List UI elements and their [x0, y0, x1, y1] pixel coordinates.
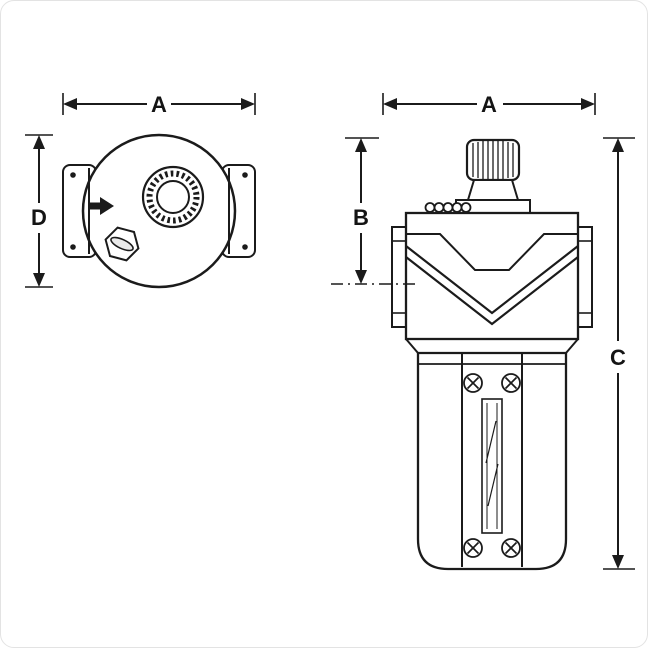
window-reflection: [485, 420, 497, 464]
bead: [433, 202, 445, 213]
sight-glass-column: [461, 353, 523, 567]
body-chevron-upper: [405, 245, 579, 315]
knob-knurl-lines: [472, 141, 514, 179]
flow-arrow-head: [100, 197, 114, 215]
dim-label-d: D: [31, 205, 47, 230]
top-view: [62, 133, 256, 289]
body-chevron-lower: [405, 256, 579, 326]
arrowhead-up: [612, 138, 624, 152]
flow-arrow-shaft: [89, 202, 101, 210]
dimension-a-top-view: A: [62, 92, 256, 117]
arrowhead-right: [581, 98, 595, 110]
dim-label-b: B: [353, 205, 369, 230]
bracket-left: [391, 226, 407, 328]
dimension-c-front-view: C: [603, 137, 635, 570]
port-knurl-ring: [146, 170, 200, 224]
arrowhead-up: [33, 135, 45, 149]
dimension-d-top-view: D: [25, 134, 53, 288]
arrowhead-down: [33, 273, 45, 287]
bead: [451, 202, 463, 213]
shoulder-left: [405, 338, 419, 354]
adjustment-knob: [455, 138, 531, 214]
port-ring: [141, 165, 205, 229]
bead: [442, 202, 454, 213]
tab-screw-dot: [242, 172, 248, 178]
bowl: [416, 351, 568, 571]
front-view: [391, 138, 593, 571]
window-reflection: [487, 463, 499, 507]
bead: [424, 202, 436, 213]
arrowhead-left: [383, 98, 397, 110]
screw-cross: [466, 541, 480, 555]
shoulder-right: [565, 338, 579, 354]
port-outer-circle: [141, 165, 205, 229]
arrowhead-up: [355, 138, 367, 152]
tab-screw-dot: [70, 172, 76, 178]
port-inner-circle: [156, 180, 190, 214]
tab-screw-dot: [70, 244, 76, 250]
dim-label-a-left: A: [151, 92, 167, 117]
dim-label-a-right: A: [481, 92, 497, 117]
body-funnel-outline: [406, 233, 578, 271]
bracket-right: [577, 226, 593, 328]
arrowhead-right: [241, 98, 255, 110]
knob-skirt: [466, 179, 520, 201]
screw-cross: [466, 376, 480, 390]
dimension-b-front-view: B: [331, 137, 415, 285]
bead: [460, 202, 472, 213]
phillips-screw-top-left: [463, 373, 483, 393]
phillips-screw-bottom-left: [463, 538, 483, 558]
arrowhead-down: [355, 270, 367, 284]
phillips-screw-top-right: [501, 373, 521, 393]
tab-screw-dot: [242, 244, 248, 250]
screw-cross: [504, 376, 518, 390]
phillips-screw-bottom-right: [501, 538, 521, 558]
sight-glass-window: [481, 398, 503, 534]
bead-row: [424, 202, 472, 213]
arrowhead-left: [63, 98, 77, 110]
dim-label-c: C: [610, 345, 626, 370]
arrowhead-down: [612, 555, 624, 569]
dimension-a-front-view: A: [382, 92, 596, 117]
screw-cross: [504, 541, 518, 555]
flow-direction-arrow-icon: [89, 197, 114, 215]
hex-screw-slot: [110, 236, 134, 252]
hex-screw: [104, 226, 140, 262]
